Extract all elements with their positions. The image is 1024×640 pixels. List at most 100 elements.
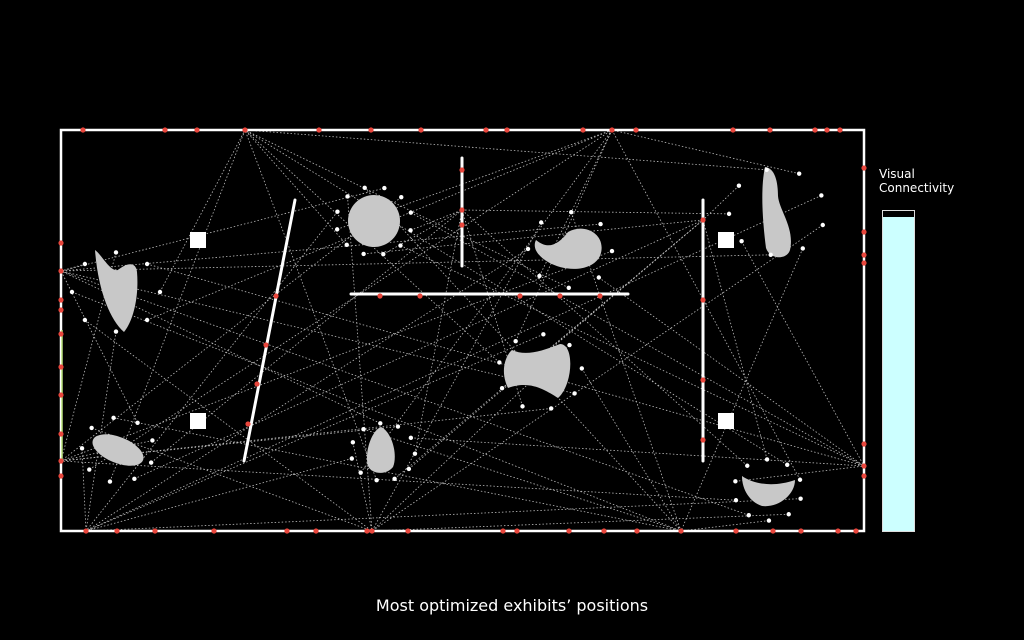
viewpoint bbox=[382, 185, 387, 191]
boundary-point bbox=[58, 297, 64, 303]
sightline bbox=[680, 520, 769, 532]
viewpoint bbox=[361, 426, 366, 432]
legend-title-line1: Visual bbox=[879, 167, 915, 181]
boundary-point bbox=[504, 127, 510, 133]
viewpoint bbox=[800, 246, 805, 251]
sightline bbox=[60, 270, 749, 516]
viewpoint bbox=[378, 421, 383, 426]
sightline bbox=[60, 426, 398, 462]
sightline bbox=[539, 129, 613, 277]
sightline bbox=[400, 245, 865, 467]
sightline bbox=[60, 196, 402, 462]
sightline bbox=[598, 277, 865, 467]
viewpoint bbox=[785, 462, 790, 467]
exhibit-kidney bbox=[534, 228, 602, 269]
viewpoint bbox=[733, 498, 739, 503]
sightline bbox=[735, 465, 865, 482]
sightline bbox=[85, 211, 338, 532]
boundary-point bbox=[459, 167, 465, 173]
sightline bbox=[60, 270, 575, 394]
sightline bbox=[410, 209, 463, 231]
sightline bbox=[60, 263, 85, 272]
boundary-point bbox=[263, 342, 269, 348]
viewpoint bbox=[513, 338, 518, 344]
viewpoint bbox=[548, 406, 554, 411]
sightline bbox=[741, 240, 865, 467]
boundary-point bbox=[459, 222, 465, 228]
boundary-point bbox=[114, 528, 120, 534]
viewpoint bbox=[768, 252, 773, 258]
boundary-point bbox=[284, 528, 290, 534]
boundary-point bbox=[861, 260, 867, 266]
boundary-point bbox=[483, 127, 489, 133]
sightline bbox=[60, 250, 613, 462]
boundary-point bbox=[609, 127, 615, 133]
viewpoint bbox=[598, 221, 603, 227]
boundary-point bbox=[678, 528, 684, 534]
viewpoint bbox=[350, 440, 356, 445]
boundary-point bbox=[162, 127, 168, 133]
sightline bbox=[702, 185, 740, 221]
viewpoint bbox=[132, 476, 137, 482]
sightline bbox=[360, 129, 613, 473]
boundary-point bbox=[405, 528, 411, 534]
sightline bbox=[244, 129, 569, 289]
boundary-point bbox=[700, 217, 706, 223]
boundary-point bbox=[861, 441, 867, 447]
viewpoint bbox=[334, 227, 340, 232]
boundary-point bbox=[316, 127, 322, 133]
viewpoint bbox=[381, 251, 386, 257]
pillar bbox=[190, 232, 206, 248]
viewpoint bbox=[361, 251, 366, 257]
boundary-point bbox=[58, 458, 64, 464]
boundary-point bbox=[861, 252, 867, 258]
viewpoint bbox=[406, 466, 412, 472]
viewpoint bbox=[408, 210, 414, 215]
gallery-boundary bbox=[59, 128, 866, 533]
walls bbox=[242, 156, 705, 463]
visual-connectivity-fill bbox=[883, 217, 914, 531]
exhibit-left-top bbox=[95, 250, 138, 332]
sightline bbox=[91, 427, 373, 532]
viewpoint bbox=[525, 246, 531, 252]
sightline bbox=[371, 222, 542, 532]
sightline bbox=[134, 219, 704, 480]
sightline bbox=[611, 129, 800, 175]
viewpoint bbox=[113, 250, 119, 255]
boundary-point bbox=[514, 528, 520, 534]
wall-diagonal bbox=[242, 198, 297, 463]
viewpoint bbox=[567, 342, 572, 348]
sightline bbox=[60, 460, 736, 501]
boundary-point bbox=[517, 293, 523, 299]
sightline bbox=[85, 331, 117, 532]
sightline bbox=[363, 428, 682, 532]
viewpoint bbox=[408, 435, 414, 441]
viewpoint bbox=[79, 446, 85, 451]
viewpoint bbox=[345, 194, 350, 199]
boundary-point bbox=[368, 127, 374, 133]
viewpoint bbox=[609, 248, 615, 254]
boundary-point bbox=[254, 381, 260, 387]
sightline bbox=[364, 187, 682, 532]
viewpoint bbox=[739, 238, 744, 244]
viewpoint bbox=[69, 289, 75, 295]
viewpoints bbox=[69, 167, 825, 523]
legend-title: Visual Connectivity bbox=[879, 167, 954, 195]
pillar bbox=[718, 232, 734, 248]
sightline bbox=[244, 129, 788, 466]
boundary-point bbox=[730, 127, 736, 133]
viewpoint bbox=[520, 404, 525, 409]
viewpoint bbox=[395, 424, 401, 429]
sightline bbox=[414, 209, 463, 454]
viewpoint bbox=[766, 518, 772, 523]
boundary-point bbox=[58, 364, 64, 370]
legend-title-line2: Connectivity bbox=[879, 181, 955, 195]
boundary-point bbox=[861, 229, 867, 235]
exhibit-bowtie bbox=[503, 344, 571, 398]
sightline bbox=[60, 223, 601, 272]
boundary-point bbox=[313, 528, 319, 534]
sightline bbox=[85, 498, 801, 532]
viewpoint bbox=[349, 456, 355, 461]
boundary-point bbox=[83, 528, 89, 534]
